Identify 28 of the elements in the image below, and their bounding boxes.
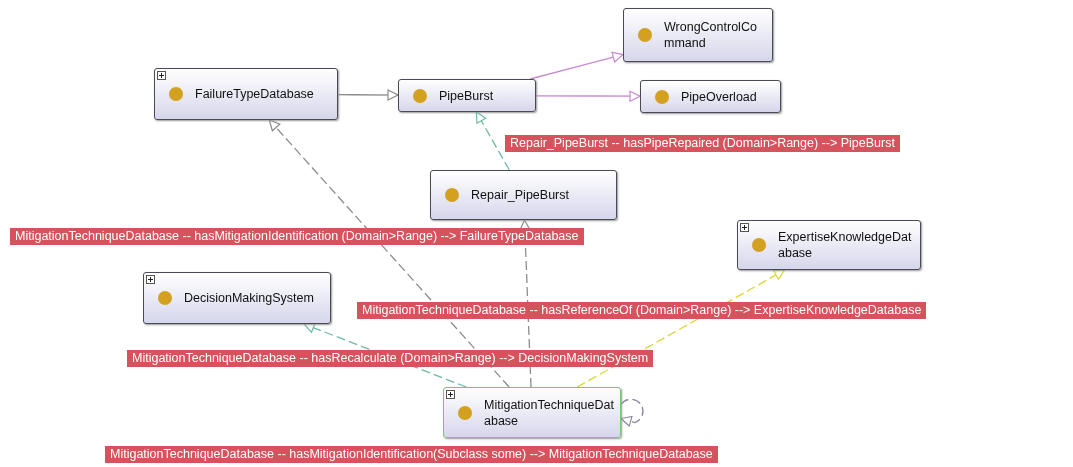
class-box: [430, 170, 617, 220]
edge-label: MitigationTechniqueDatabase -- hasMitigationIdentification (Domain>Range) --> FailureTypeDatabase: [10, 228, 584, 245]
edge-label: Repair_PipeBurst -- hasPipeRepaired (Domain>Range) --> PipeBurst: [505, 135, 900, 152]
class-box: [398, 79, 536, 112]
arrow: [268, 119, 510, 388]
arrow: [535, 90, 641, 102]
class-box: [737, 220, 921, 270]
class-box: [143, 272, 331, 324]
arrow: [475, 111, 510, 171]
edge-label: MitigationTechniqueDatabase -- hasMitigationIdentification(Subclass some) --> MitigationTechniqueDatabase: [105, 446, 718, 463]
class-box: [623, 8, 773, 62]
arrow: [529, 51, 624, 80]
class-name: MitigationTechniqueDatabase: [484, 396, 614, 429]
edge-label: MitigationTechniqueDatabase -- hasReferenceOf (Domain>Range) --> ExpertiseKnowledgeDatabase: [357, 302, 927, 319]
class-name: PipeBurst: [439, 87, 495, 104]
edge-label: MitigationTechniqueDatabase -- hasRecalculate (Domain>Range) --> DecisionMakingSystem: [127, 350, 654, 367]
class-name: DecisionMakingSystem: [184, 290, 315, 306]
arrow: [337, 89, 399, 101]
class-name: ExpertiseKnowledgeDatabase: [778, 229, 913, 261]
class-name: FailureTypeDatabase: [195, 86, 315, 102]
class-box: [640, 80, 781, 113]
class-name: PipeOverload: [681, 88, 758, 105]
class-box: [154, 68, 338, 120]
arrow: [620, 398, 644, 427]
class-box: [443, 387, 621, 438]
class-name: Repair_PipeBurst: [471, 187, 570, 203]
class-name: WrongControlCommand: [664, 19, 758, 51]
arrow: [519, 219, 532, 388]
